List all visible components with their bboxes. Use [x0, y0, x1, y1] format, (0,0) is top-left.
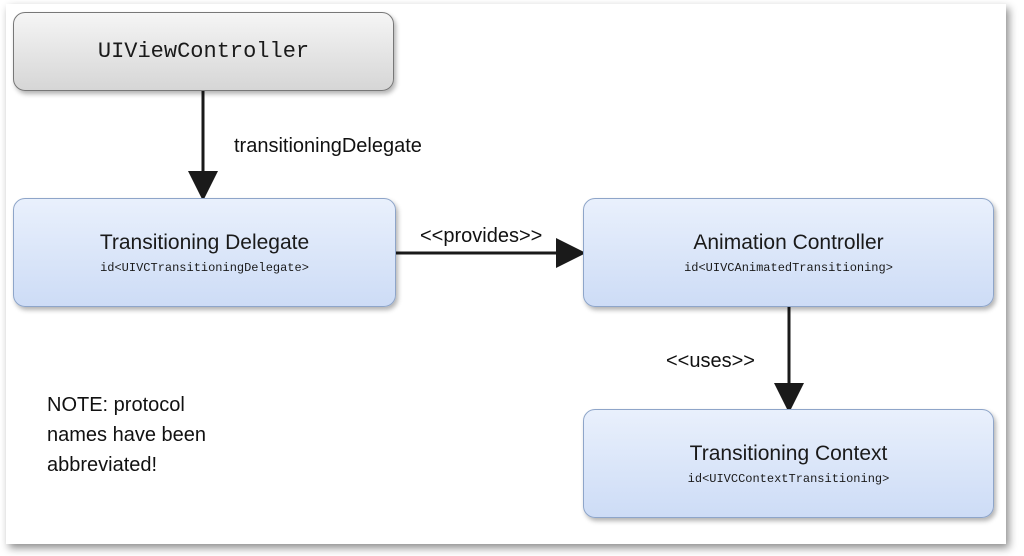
note-line-3: abbreviated!: [47, 454, 158, 476]
animation-controller-node: Animation Controller id<UIVCAnimatedTran…: [583, 198, 994, 307]
transitioning-context-protocol: id<UIVCContextTransitioning>: [687, 471, 890, 486]
uiviewcontroller-title: UIViewController: [97, 39, 310, 64]
transitioning-delegate-node: Transitioning Delegate id<UIVCTransition…: [13, 198, 396, 307]
abbreviation-note: NOTE: protocol names have been abbreviat…: [47, 390, 206, 480]
uses-edge-label: <<uses>>: [666, 350, 755, 372]
provides-edge-label: <<provides>>: [420, 225, 543, 247]
transitioning-delegate-protocol: id<UIVCTransitioningDelegate>: [100, 260, 309, 275]
transitioning-context-title: Transitioning Context: [689, 441, 888, 465]
delegate-edge-label: transitioningDelegate: [234, 135, 422, 157]
animation-controller-title: Animation Controller: [693, 230, 884, 254]
animation-controller-protocol: id<UIVCAnimatedTransitioning>: [684, 260, 893, 275]
transitioning-delegate-title: Transitioning Delegate: [99, 230, 310, 254]
note-line-1: NOTE: protocol: [47, 394, 185, 416]
note-line-2: names have been: [47, 424, 207, 446]
uiviewcontroller-node: UIViewController: [13, 12, 394, 91]
transitioning-context-node: Transitioning Context id<UIVCContextTran…: [583, 409, 994, 518]
